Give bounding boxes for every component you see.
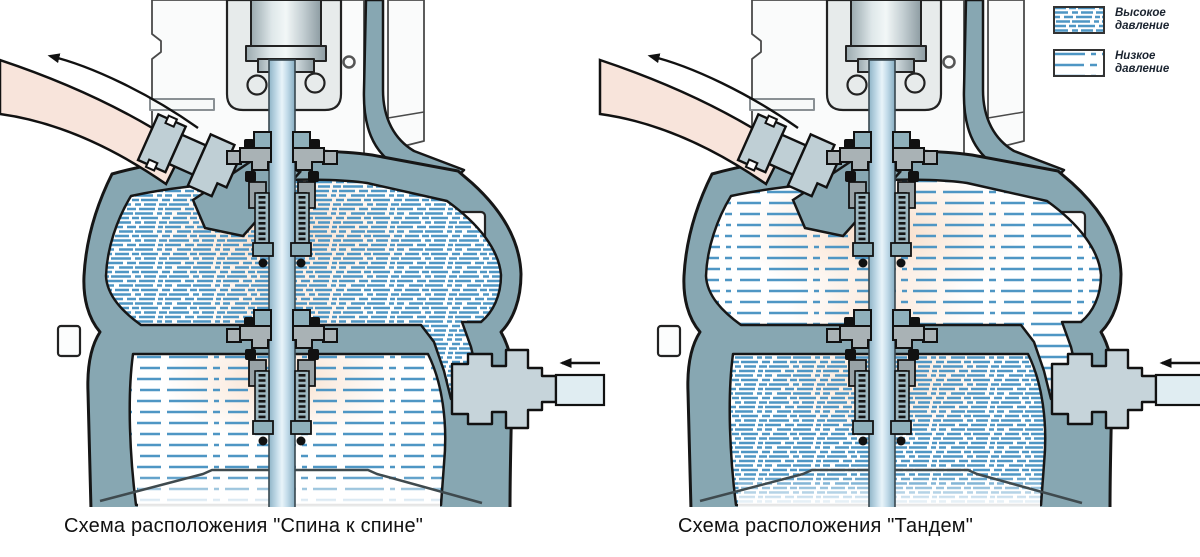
legend-item-low-pressure: Низкое давление: [1053, 49, 1199, 77]
low-pressure-swatch-icon: [1053, 49, 1105, 77]
pump-cross-section-figure: [0, 0, 1200, 507]
caption-back-to-back: Схема расположения "Спина к спине": [64, 515, 424, 537]
pressure-legend: Высокое давление Низкое давление: [1053, 6, 1199, 92]
legend-label: Низкое давление: [1115, 50, 1170, 75]
pump-diagram-back-to-back: [0, 0, 604, 507]
legend-item-high-pressure: Высокое давление: [1053, 6, 1199, 34]
caption-tandem: Схема расположения "Тандем": [678, 515, 974, 537]
high-pressure-swatch-icon: [1053, 6, 1105, 34]
legend-label: Высокое давление: [1115, 7, 1170, 32]
